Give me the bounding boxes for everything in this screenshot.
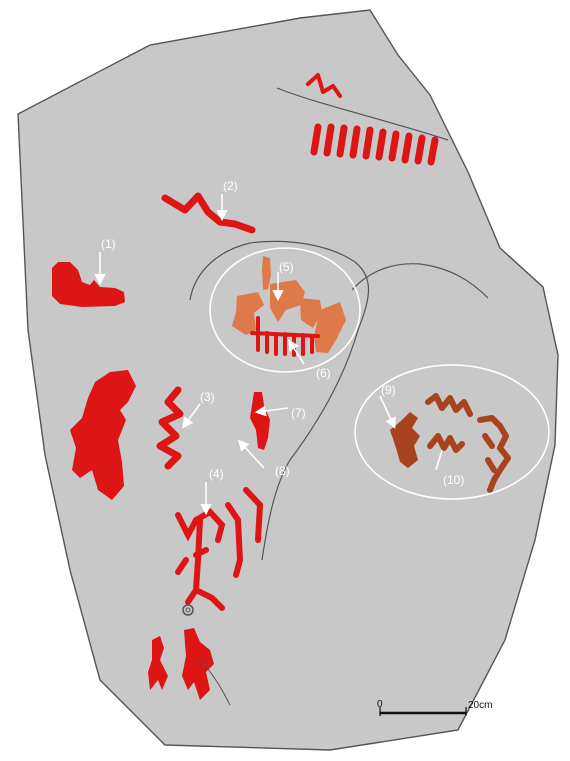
scale-bar-start-label: 0 xyxy=(377,699,383,710)
label-8: (8) xyxy=(275,464,290,478)
label-2: (2) xyxy=(223,179,238,193)
label-9: (9) xyxy=(381,383,396,397)
label-3: (3) xyxy=(200,390,215,404)
scale-bar-end-label: 20cm xyxy=(468,700,492,711)
label-5: (5) xyxy=(279,260,294,274)
label-1: (1) xyxy=(101,237,116,251)
label-7: (7) xyxy=(291,406,306,420)
label-10: (10) xyxy=(443,473,464,487)
label-6: (6) xyxy=(316,366,331,380)
label-4: (4) xyxy=(209,467,224,481)
